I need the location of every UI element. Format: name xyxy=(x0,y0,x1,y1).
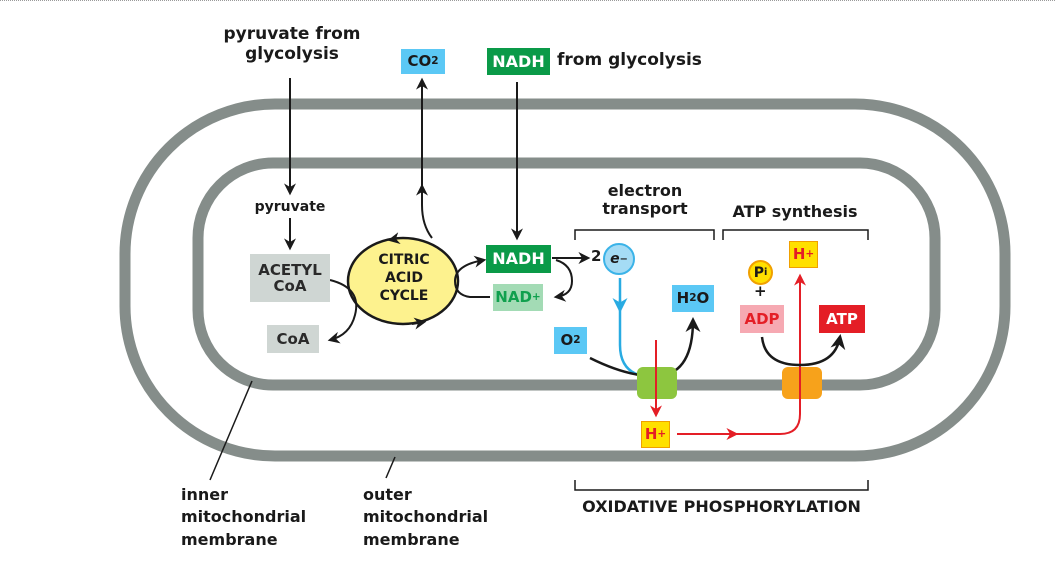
cycle-arrow-top xyxy=(387,232,401,245)
h-plus-text: H xyxy=(644,425,658,444)
arrow-adp-to-atp xyxy=(760,334,846,367)
coa-text: CoA xyxy=(276,329,310,348)
outer-membrane xyxy=(119,98,1011,462)
citric-line: ACID xyxy=(385,270,423,287)
label-line: mitochondrial xyxy=(181,507,307,527)
inner-membrane xyxy=(192,157,941,391)
acetyl-coa-line: ACETYL xyxy=(258,260,322,279)
h2o-sub: 2 xyxy=(689,291,697,304)
h-plus-intermembrane-box: H+ xyxy=(641,421,670,448)
label-line: electron xyxy=(607,181,683,200)
nadh-from-glycolysis-box: NADH xyxy=(487,48,550,75)
citric-acid-cycle-ellipse xyxy=(346,236,460,326)
bracket-electron-transport xyxy=(574,229,715,240)
arrow-nadh-to-nad xyxy=(553,259,574,302)
label-line: inner xyxy=(181,485,229,504)
label-pyruvate-from-glycolysis: pyruvate from glycolysis xyxy=(222,24,362,64)
nadh-text: NADH xyxy=(492,51,545,71)
atp-text: ATP xyxy=(826,309,858,328)
h-plus-matrix-box: H+ xyxy=(789,241,818,268)
top-border xyxy=(0,0,1055,1)
electron-circle: e− xyxy=(603,243,635,275)
citric-line: CYCLE xyxy=(379,288,429,305)
pointer-inner-membrane xyxy=(209,380,253,481)
label-line: membrane xyxy=(181,529,278,549)
o2-text: O xyxy=(560,331,574,350)
pi-text: P xyxy=(753,264,764,281)
acetyl-coa-box: ACETYL CoA xyxy=(250,254,330,302)
co2-text: CO xyxy=(407,52,432,71)
h-plus-sup: + xyxy=(805,247,815,260)
arrow-acetylcoa-to-coa xyxy=(327,279,358,344)
label-line: transport xyxy=(602,199,688,219)
label-inner-membrane: inner mitochondrial membrane xyxy=(181,484,306,551)
label-line: mitochondrial xyxy=(363,507,489,527)
label-atp-synthesis: ATP synthesis xyxy=(732,202,858,221)
arrow-nad-to-nadh xyxy=(453,255,490,298)
label-line: outer xyxy=(363,485,412,504)
coa-box: CoA xyxy=(267,325,319,353)
electron-text: e xyxy=(610,251,620,267)
label-line: pyruvate from xyxy=(223,24,361,44)
arrow-proton-return xyxy=(677,273,806,435)
bracket-oxidative-phosphorylation xyxy=(574,480,869,491)
h2o-o: O xyxy=(696,289,710,308)
nad-text: NAD xyxy=(495,288,532,307)
atp-box: ATP xyxy=(819,305,865,333)
h-plus-text: H xyxy=(792,245,806,264)
label-plus: + xyxy=(754,282,767,300)
pointer-outer-membrane xyxy=(385,456,396,479)
label-from-glycolysis: from glycolysis xyxy=(557,50,702,70)
cycle-arrow-bottom xyxy=(411,317,427,330)
co2-sub: 2 xyxy=(431,54,439,67)
label-line: membrane xyxy=(363,529,460,549)
adp-text: ADP xyxy=(744,309,780,328)
nad-plus-box: NAD+ xyxy=(493,284,543,311)
electron-path xyxy=(618,278,651,379)
label-two: 2 xyxy=(591,247,602,265)
electron-sup: − xyxy=(619,253,628,265)
bracket-atp-synthesis xyxy=(722,229,869,240)
o2-sub: 2 xyxy=(573,333,581,346)
h-plus-sup: + xyxy=(657,427,667,440)
label-electron-transport: electron transport xyxy=(590,181,700,219)
label-outer-membrane: outer mitochondrial membrane xyxy=(363,484,488,551)
nadh-box: NADH xyxy=(486,245,551,273)
label-line: glycolysis xyxy=(245,43,339,64)
pi-sub: i xyxy=(763,267,768,278)
arrow-co2-out xyxy=(416,77,433,239)
acetyl-coa-line: CoA xyxy=(273,277,307,295)
nadh-inside-text: NADH xyxy=(492,249,545,269)
label-oxidative-phosphorylation: OXIDATIVE PHOSPHORYLATION xyxy=(582,497,861,516)
label-pyruvate: pyruvate xyxy=(254,199,326,215)
atp-synthase xyxy=(782,367,822,399)
citric-acid-cycle-label: CITRIC ACID CYCLE xyxy=(360,251,448,306)
h2o-h: H xyxy=(676,289,690,308)
citric-line: CITRIC xyxy=(378,252,430,268)
adp-box: ADP xyxy=(740,305,784,333)
nad-sup: + xyxy=(531,290,541,303)
